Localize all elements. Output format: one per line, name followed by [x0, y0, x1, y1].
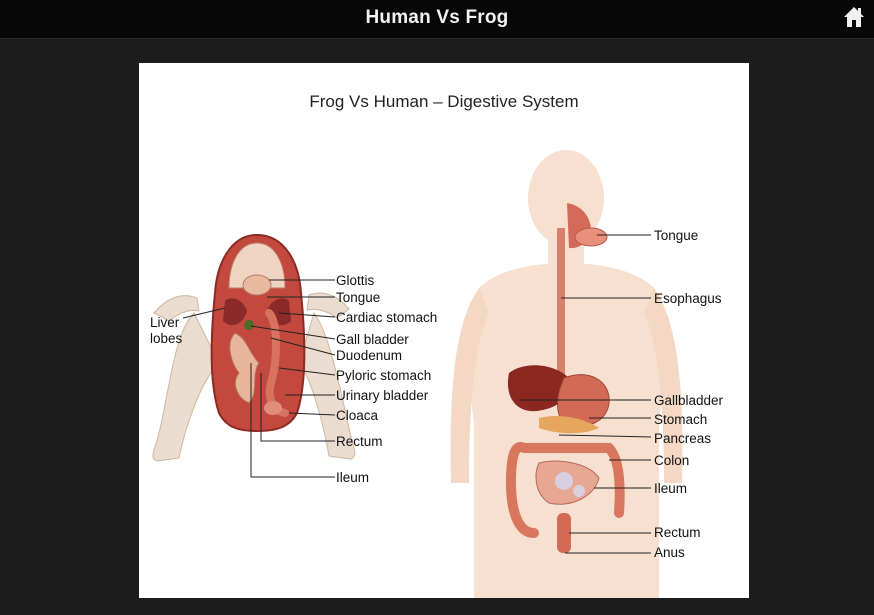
label-human-rectum: Rectum: [654, 525, 701, 540]
label-human-anus: Anus: [654, 545, 685, 560]
label-frog-liver: Liver: [150, 315, 179, 330]
label-frog-cloaca: Cloaca: [336, 408, 378, 423]
label-frog-lobes: lobes: [150, 331, 182, 346]
label-human-stomach: Stomach: [654, 412, 707, 427]
top-bar: Human Vs Frog: [0, 0, 874, 39]
home-icon: [842, 5, 866, 29]
label-human-ileum: Ileum: [654, 481, 687, 496]
label-frog-rectum: Rectum: [336, 434, 383, 449]
label-frog-ileum: Ileum: [336, 470, 369, 485]
frog-illustration: [153, 235, 355, 461]
human-illustration: [451, 150, 683, 598]
label-human-esophagus: Esophagus: [654, 291, 722, 306]
label-frog-tongue: Tongue: [336, 290, 380, 305]
label-human-pancreas: Pancreas: [654, 431, 711, 446]
label-human-colon: Colon: [654, 453, 689, 468]
label-frog-gall-bladder: Gall bladder: [336, 332, 409, 347]
label-human-tongue: Tongue: [654, 228, 698, 243]
label-frog-duodenum: Duodenum: [336, 348, 402, 363]
label-frog-cardiac-stomach: Cardiac stomach: [336, 310, 437, 325]
label-frog-pyloric-stomach: Pyloric stomach: [336, 368, 431, 383]
label-frog-urinary-bladder: Urinary bladder: [336, 388, 428, 403]
diagram-panel: Frog Vs Human – Digestive System: [139, 63, 749, 598]
home-button[interactable]: [842, 5, 866, 29]
diagram-illustration: [139, 63, 749, 598]
label-frog-glottis: Glottis: [336, 273, 374, 288]
app-title: Human Vs Frog: [0, 7, 874, 29]
label-human-gallbladder: Gallbladder: [654, 393, 723, 408]
